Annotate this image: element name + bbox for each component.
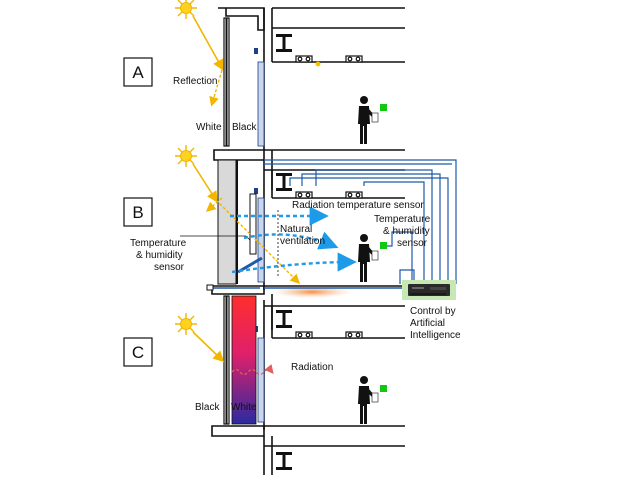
person-icon [358,376,379,424]
label-black-c: Black [195,402,220,413]
humidity-sensor-box [206,284,214,291]
svg-text:sensor: sensor [397,238,428,249]
label-radiation: Radiation [291,362,333,373]
svg-text:ventilation: ventilation [280,236,325,247]
svg-text:Control by: Control by [410,306,456,317]
panel-label-a: A [123,57,153,87]
label-black-a: Black [232,122,257,133]
panel-a [175,0,230,147]
sun-icon [175,313,197,335]
sensor-wiring [212,159,457,289]
svg-text:& humidity: & humidity [136,250,183,261]
svg-text:Temperature: Temperature [374,214,431,225]
i-beams [276,34,292,470]
floor-slab-1 [271,7,405,29]
svg-text:Artificial: Artificial [410,318,445,329]
panel-label-c: C [123,337,153,367]
label-natural-ventilation: Natural ventilation [280,224,325,247]
occupants [358,96,387,424]
occupant-status-square [380,242,387,249]
floor-slab-4 [211,425,405,475]
person-icon [358,234,379,282]
svg-text:Natural: Natural [280,224,312,235]
svg-text:A: A [132,63,144,82]
occupant-status-square [380,385,387,392]
label-white-c: White [231,402,257,413]
panel-c [175,295,274,425]
ventilation-arrows [230,206,357,274]
label-temp-humidity-left: Temperature & humidity sensor [130,238,187,273]
sun-icon [175,145,197,167]
svg-text:C: C [132,343,144,362]
panel-b [175,145,300,285]
svg-text:B: B [132,203,143,222]
label-radiation-temp-sensor: Radiation temperature sensor [292,200,424,211]
label-temp-humidity-right: Temperature & humidity sensor [374,214,431,249]
ceiling-lights [295,55,363,339]
svg-text:Intelligence: Intelligence [410,330,461,341]
occupant-status-square [380,104,387,111]
building-structure [211,7,405,475]
label-control-ai: Control by Artificial Intelligence [410,306,461,341]
floor-heat-glow [272,286,352,298]
label-reflection: Reflection [173,76,217,87]
svg-text:& humidity: & humidity [383,226,430,237]
ai-controller-device [402,280,456,300]
svg-text:Temperature: Temperature [130,238,187,249]
panel-label-b: B [123,197,153,227]
sun-icon [175,0,197,19]
person-icon [358,96,379,144]
label-white-a: White [196,122,222,133]
svg-text:sensor: sensor [154,262,185,273]
